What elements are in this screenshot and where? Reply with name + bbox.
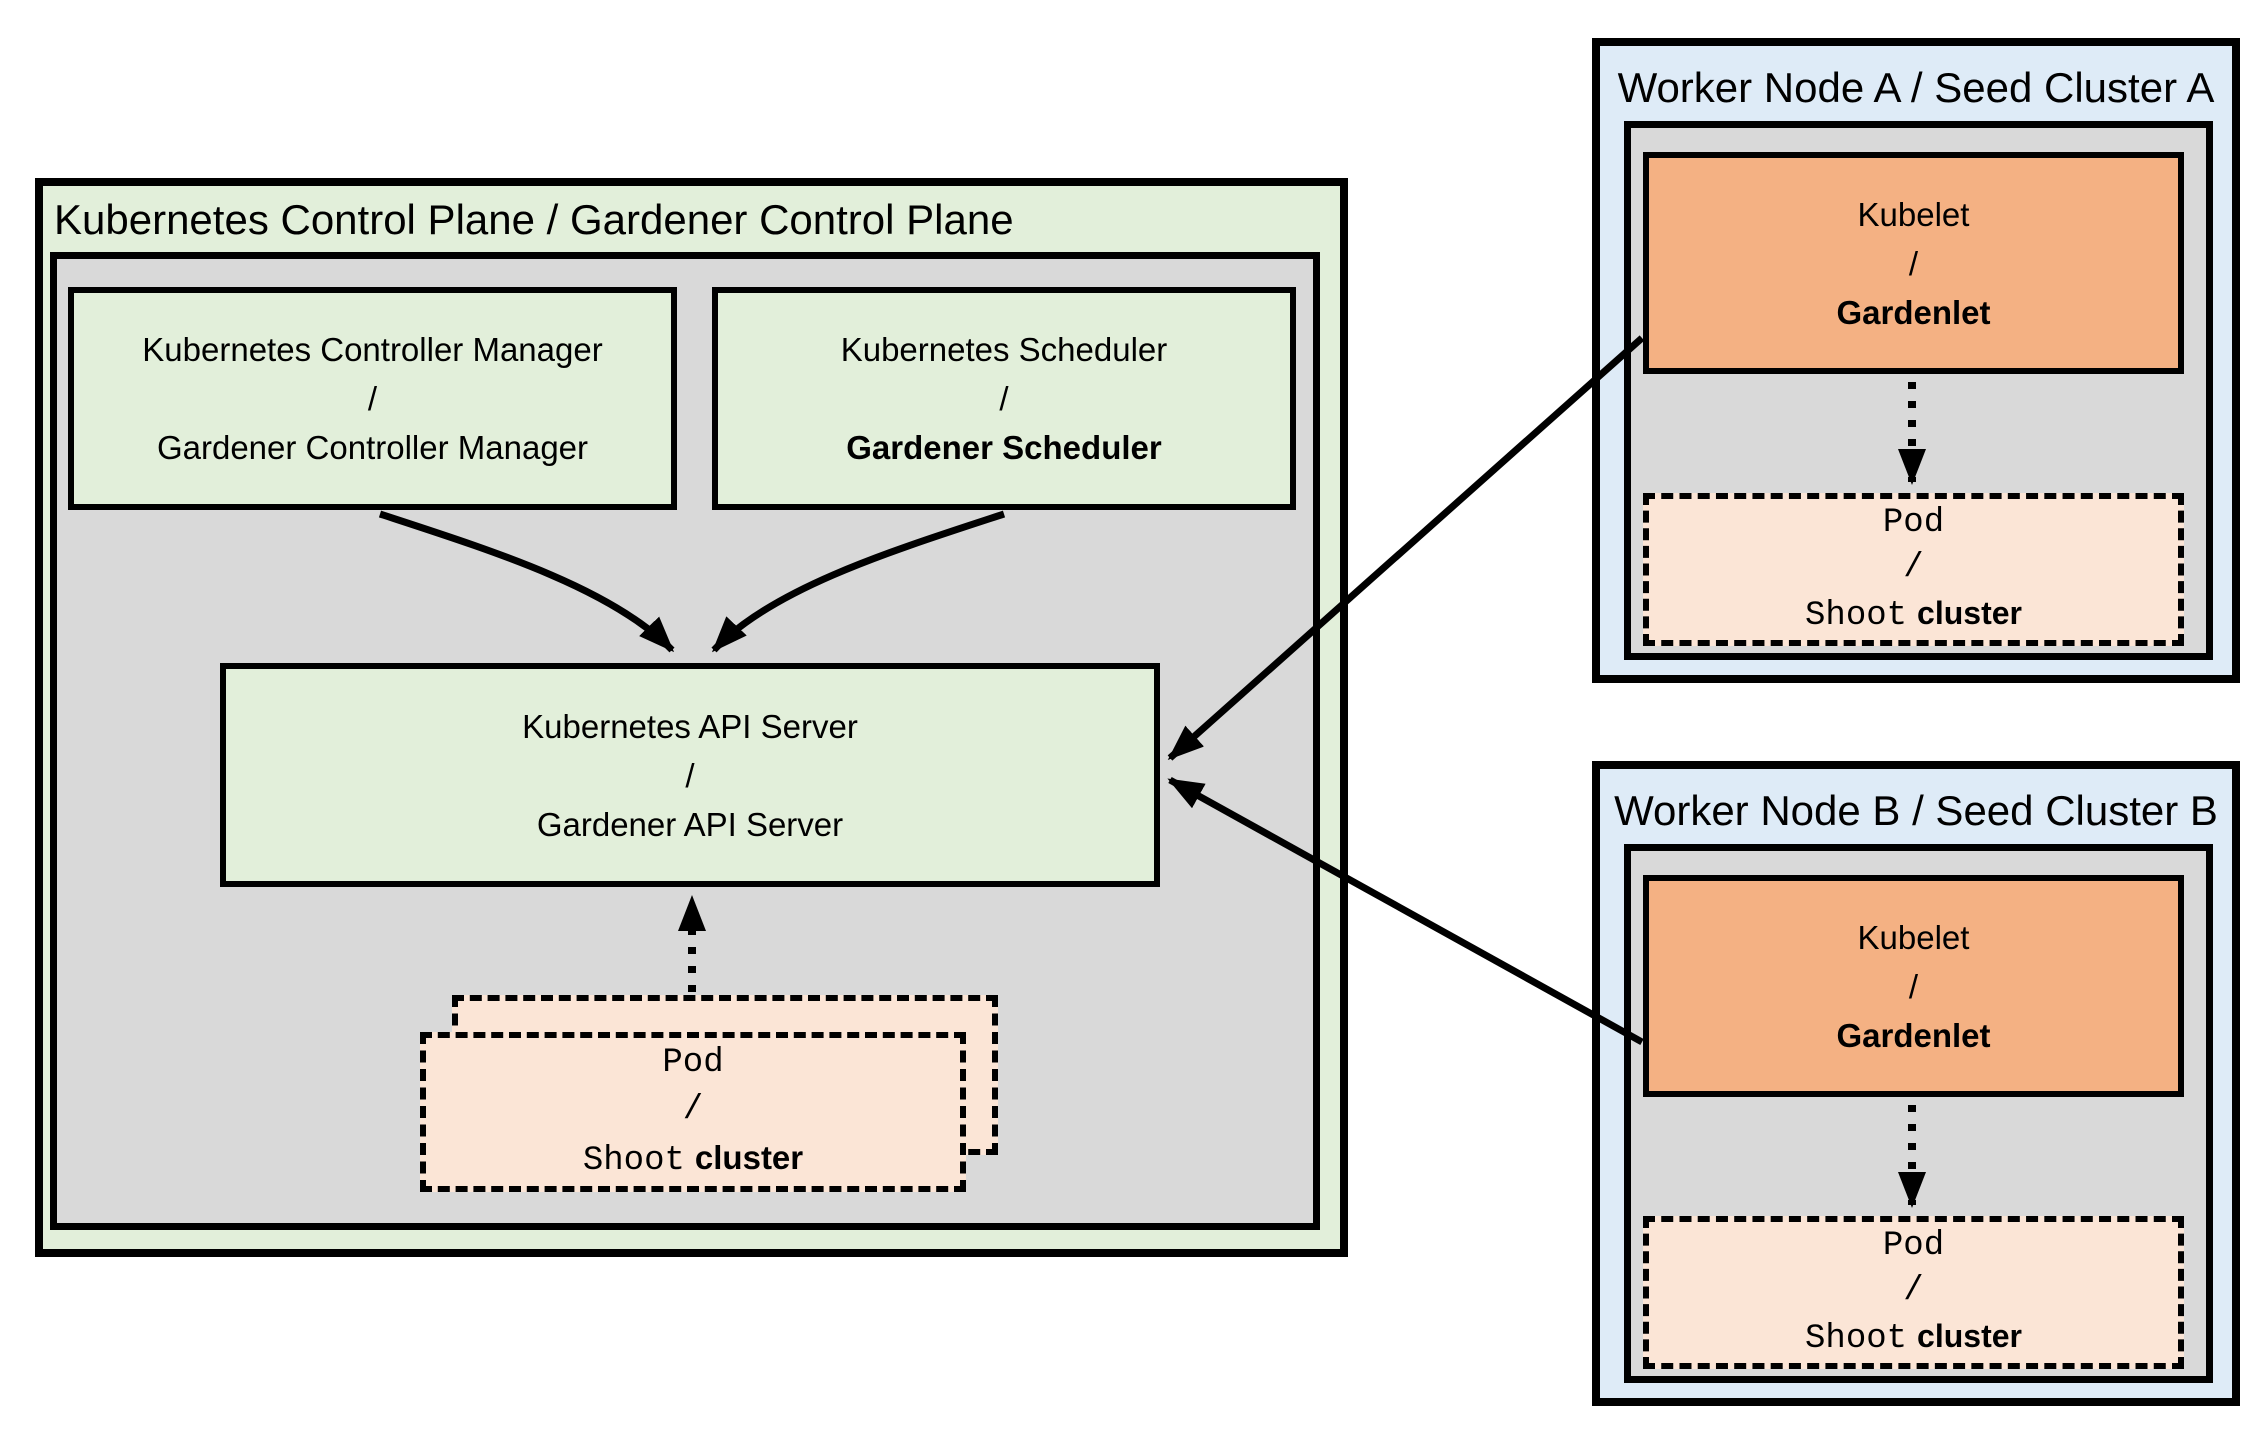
cluster-b-label: cluster xyxy=(1917,1317,2022,1354)
kubelet-a-separator: / xyxy=(1908,244,1919,282)
kubelet-a-line2: Gardenlet xyxy=(1836,293,1991,331)
worker-node-a-title: Worker Node A / Seed Cluster A xyxy=(1617,64,2215,111)
shoot-a-label: Shoot xyxy=(1805,596,1908,635)
shoot-b-label: Shoot xyxy=(1805,1319,1908,1358)
pod-a-separator: / xyxy=(1903,548,1924,587)
controller-manager-line2: Gardener Controller Manager xyxy=(156,429,589,466)
api-server-line2: Gardener API Server xyxy=(536,805,844,843)
api-server-separator: / xyxy=(685,756,695,794)
controller-manager-line1: Kubernetes Controller Manager xyxy=(142,331,603,368)
worker-node-b-box: Worker Node B / Seed Cluster B Kubelet /… xyxy=(1592,761,2240,1406)
kubelet-a-line1: Kubelet xyxy=(1857,195,1970,233)
control-plane-title: Kubernetes Control Plane / Gardener Cont… xyxy=(54,196,1014,243)
kubelet-a-box: Kubelet / Gardenlet xyxy=(1643,152,2184,374)
pod-b-label: Pod xyxy=(1882,1226,1945,1265)
scheduler-separator: / xyxy=(999,380,1009,417)
cluster-a-label: cluster xyxy=(1917,594,2022,631)
scheduler-line1: Kubernetes Scheduler xyxy=(840,331,1168,368)
worker-node-a-box: Worker Node A / Seed Cluster A Kubelet /… xyxy=(1592,38,2240,683)
scheduler-box: Kubernetes Scheduler / Gardener Schedule… xyxy=(712,287,1296,510)
pod-b-separator: / xyxy=(1903,1271,1924,1310)
shoot-label: Shoot xyxy=(582,1141,685,1180)
cluster-label: cluster xyxy=(694,1138,804,1176)
pod-label: Pod xyxy=(662,1043,724,1082)
api-server-box: Kubernetes API Server / Gardener API Ser… xyxy=(220,663,1160,887)
pod-separator: / xyxy=(682,1090,704,1129)
kubelet-b-line2: Gardenlet xyxy=(1836,1016,1991,1054)
api-server-line1: Kubernetes API Server xyxy=(522,707,858,745)
kubelet-b-line1: Kubelet xyxy=(1857,918,1970,956)
pod-a-label: Pod xyxy=(1882,503,1945,542)
kubelet-b-separator: / xyxy=(1908,967,1919,1005)
kubelet-b-box: Kubelet / Gardenlet xyxy=(1643,875,2184,1097)
worker-node-b-title: Worker Node B / Seed Cluster B xyxy=(1614,787,2218,834)
scheduler-line2: Gardener Scheduler xyxy=(846,429,1162,466)
controller-manager-separator: / xyxy=(367,380,378,417)
controller-manager-box: Kubernetes Controller Manager / Gardener… xyxy=(68,287,677,510)
